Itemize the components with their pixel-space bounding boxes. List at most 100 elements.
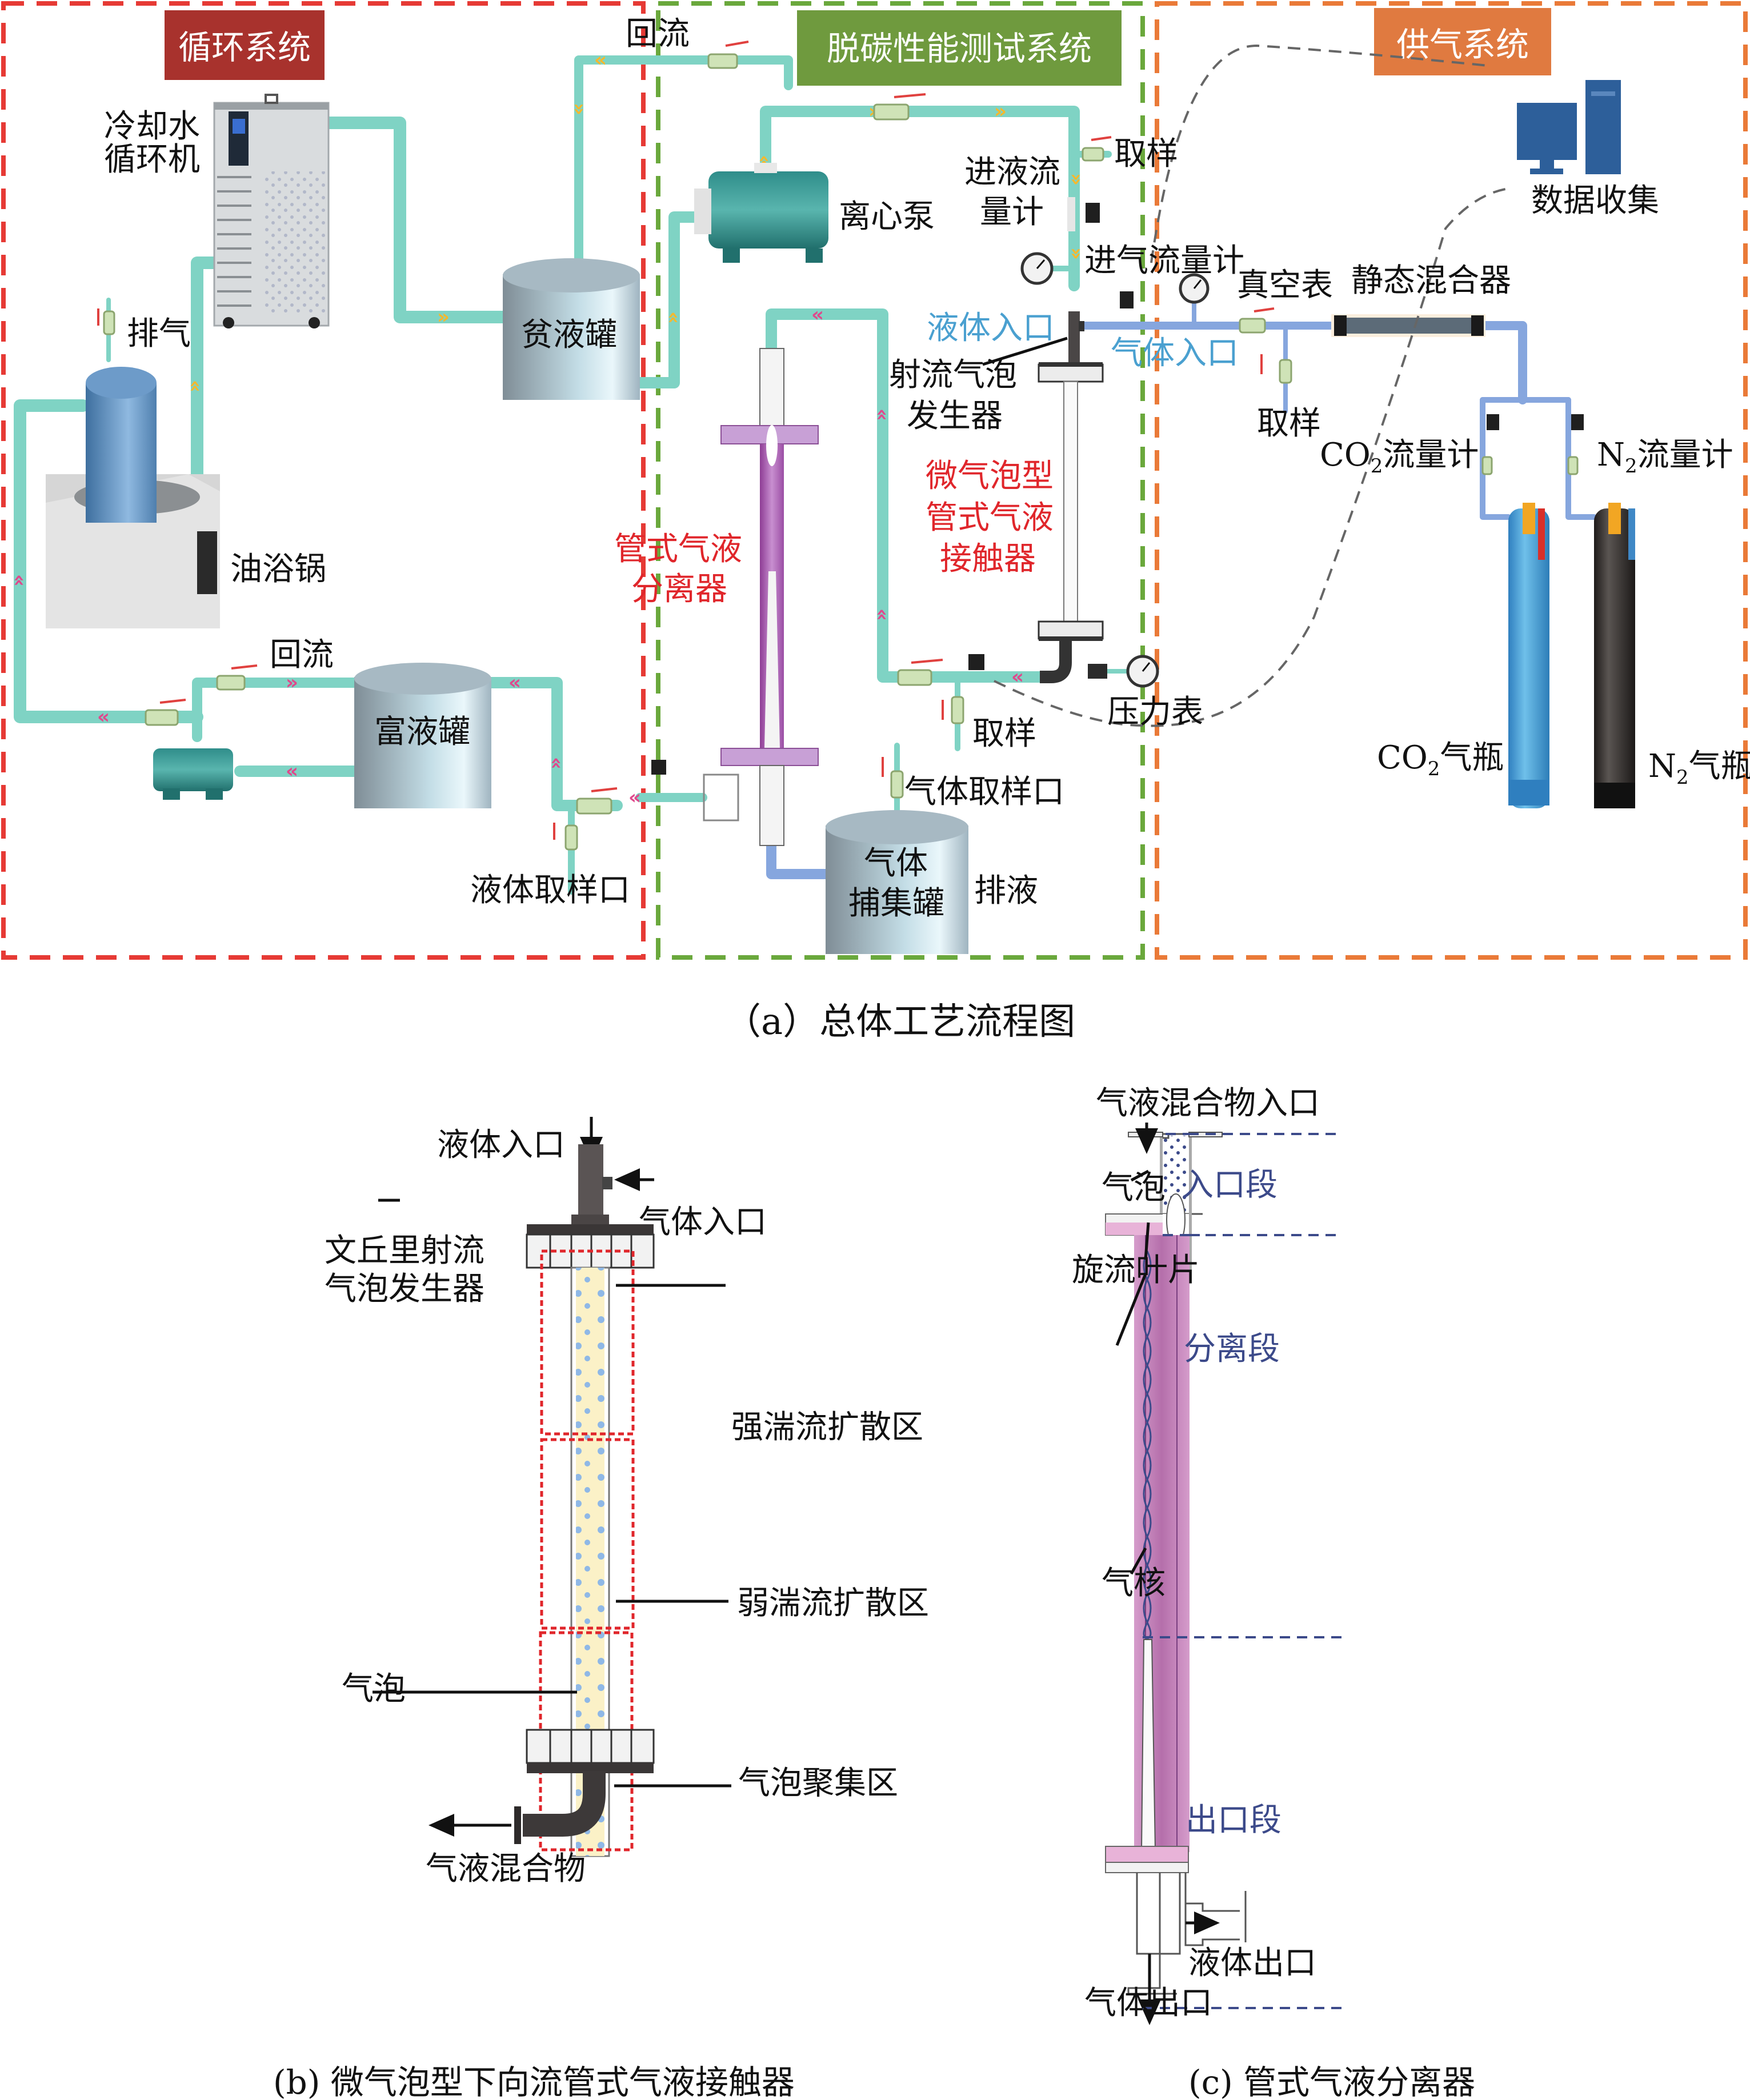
svg-text:«: «: [508, 671, 521, 694]
label-c-gas-outlet: 气体出口: [1084, 1985, 1212, 2022]
chiller-unit: [213, 94, 330, 328]
label-b-venturi-1: 文丘里射流: [325, 1232, 484, 1269]
centrifugal-pump: [694, 163, 828, 263]
panel-b: 液体入口 气体入口 文丘里射流 气泡发生器 强湍流扩散区 弱湍流扩散区 气泡 气…: [273, 1117, 929, 2100]
label-liquid-inlet: 液体入口: [927, 310, 1055, 347]
zone-gas-supply-border: [1155, 1, 1748, 960]
label-b-gas-inlet: 气体入口: [639, 1204, 767, 1241]
svg-text:«: «: [97, 706, 110, 728]
separator-assembly: [703, 348, 819, 846]
label-oil-bath: 油浴锅: [230, 551, 326, 588]
label-sampling-mid: 取样: [972, 715, 1036, 752]
panel-a-labels: 冷却水 循环机 排气 油浴锅 贫液罐 回流 回流 富液罐 液体取样口 离心泵 进…: [104, 15, 1750, 922]
label-reflux-bottom: 回流: [270, 636, 334, 674]
liquid-flowmeter-body: [1067, 197, 1075, 231]
label-b-mixture-out: 气液混合物: [426, 1850, 586, 1887]
label-chiller-1: 冷却水: [104, 108, 200, 145]
label-c-gas-core: 气核: [1102, 1565, 1166, 1602]
label-gas-trap-2: 捕集罐: [848, 885, 944, 922]
svg-text:供气系统: 供气系统: [1396, 25, 1529, 64]
label-vacuum-gauge: 真空表: [1237, 267, 1333, 304]
valve-handles: [97, 41, 1275, 924]
label-pressure-gauge: 压力表: [1107, 694, 1203, 731]
label-b-gather-zone: 气泡聚集区: [738, 1765, 898, 1802]
label-b-venturi-2: 气泡发生器: [325, 1271, 484, 1308]
outlet-flange: [514, 1806, 521, 1844]
label-lean-tank: 贫液罐: [521, 316, 617, 354]
label-rich-tank: 富液罐: [374, 714, 470, 751]
label-data-collection: 数据收集: [1531, 182, 1659, 219]
outlet-assembly: [1127, 1873, 1247, 1995]
label-b-bubble: 气泡: [342, 1670, 406, 1708]
svg-text:»: »: [568, 103, 591, 115]
bottom-flange: [526, 1729, 655, 1773]
label-b-weak-zone: 弱湍流扩散区: [737, 1585, 929, 1622]
computer-icon: [1517, 80, 1621, 174]
svg-text:»: »: [286, 671, 298, 694]
svg-text:脱碳性能测试系统: 脱碳性能测试系统: [827, 29, 1092, 68]
caption-b: (b) 微气泡型下向流管式气液接触器: [273, 2063, 795, 2100]
panel-c: 气液混合物入口 气泡 入口段 旋流叶片 分离段 气核 出口段 液体出口 气体出口…: [1072, 1085, 1475, 2100]
label-reflux-top: 回流: [626, 15, 690, 53]
label-gas-sampling-port: 气体取样口: [904, 774, 1064, 811]
svg-text:»: »: [183, 380, 206, 392]
zone-tag-circulation: 循环系统: [165, 10, 325, 80]
label-c-liquid-outlet: 液体出口: [1188, 1945, 1316, 1982]
gas-trap-tank: [826, 810, 968, 954]
label-liquid-flowmeter-1: 进液流: [964, 154, 1060, 191]
bubble-leader-c: [1130, 1169, 1150, 1182]
gauges: [1020, 252, 1210, 688]
zone-test-border: [656, 1, 1145, 960]
flowmeters: [651, 203, 1584, 775]
contactor-assembly: [1038, 311, 1107, 683]
label-separator-1: 管式气液: [614, 531, 742, 568]
label-c-mixture-in: 气液混合物入口: [1096, 1085, 1320, 1122]
label-c-separation-section: 分离段: [1184, 1330, 1280, 1368]
label-gas-trap-1: 气体: [864, 845, 928, 882]
label-co2-cylinder: CO2气瓶: [1377, 739, 1504, 780]
label-vent: 排气: [127, 315, 191, 352]
label-jet-generator-1: 射流气泡: [889, 356, 1017, 394]
gas-inlet-nozzle: [602, 1177, 612, 1189]
svg-text:»: »: [1065, 247, 1088, 260]
label-b-liquid-inlet: 液体入口: [437, 1127, 565, 1164]
weak-turbulence-zone: [540, 1438, 635, 1630]
svg-text:«: «: [286, 760, 298, 783]
label-liquid-flowmeter-2: 量计: [980, 194, 1044, 231]
section-dividers: [1143, 1133, 1343, 2009]
label-drain: 排液: [974, 872, 1038, 909]
label-c-bubble: 气泡: [1102, 1169, 1166, 1207]
svg-text:«: «: [628, 786, 641, 809]
gas-core-leader: [1130, 1547, 1147, 1575]
svg-text:»: »: [1065, 173, 1088, 186]
bottom-flange-c: [1105, 1846, 1189, 1863]
gas-pipes: [766, 295, 1597, 879]
zone-tag-test: 脱碳性能测试系统: [797, 10, 1122, 86]
label-gas-flowmeter: 进气流量计: [1084, 242, 1244, 279]
label-c-inlet-section: 入口段: [1182, 1167, 1278, 1204]
caption-a: （a）总体工艺流程图: [724, 1001, 1075, 1043]
zone-tag-gas-supply: 供气系统: [1374, 8, 1551, 75]
label-co2-flowmeter: CO2流量计: [1320, 436, 1479, 478]
label-n2-flowmeter: N2流量计: [1597, 436, 1733, 478]
rich-tank: [354, 663, 491, 808]
outlet-elbow: [523, 1771, 606, 1837]
jet-generator-leader: [982, 336, 1068, 366]
circulation-pump: [153, 748, 233, 800]
label-chiller-2: 循环机: [104, 141, 200, 178]
gas-core-helix-b: [1143, 1251, 1152, 1640]
label-centrifugal-pump: 离心泵: [839, 198, 935, 235]
label-c-outlet-section: 出口段: [1186, 1802, 1282, 1839]
top-flange: [526, 1224, 655, 1269]
svg-text:»: »: [870, 608, 892, 621]
label-sampling-top: 取样: [1114, 135, 1178, 173]
svg-text:»: »: [994, 100, 1007, 123]
label-sampling-gas: 取样: [1257, 405, 1321, 442]
svg-text:»: »: [437, 306, 450, 328]
label-b-strong-zone: 强湍流扩散区: [731, 1409, 923, 1446]
label-separator-2: 分离器: [631, 571, 727, 608]
label-n2-cylinder: N2气瓶: [1648, 748, 1750, 789]
heating-vessel: [86, 367, 157, 523]
svg-text:»: »: [870, 408, 892, 421]
